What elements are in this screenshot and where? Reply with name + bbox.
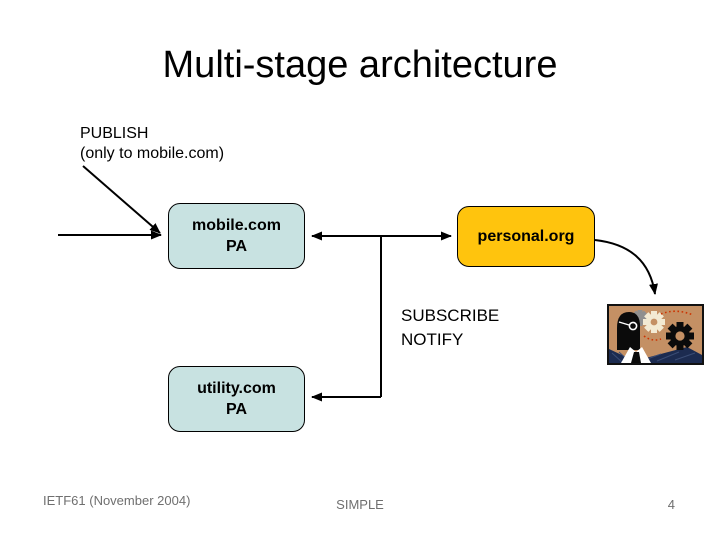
edge-personal-to-clipart (594, 239, 658, 295)
edge-publish-to-mobile (82, 165, 161, 234)
node-mobile-com-pa: mobile.com PA (168, 203, 305, 269)
red-dotted-arcs (643, 310, 694, 341)
person-with-gears-image (607, 304, 704, 365)
publish-label: PUBLISH (only to mobile.com) (80, 125, 225, 162)
footer-title: SIMPLE (336, 497, 384, 512)
node-personal-org: personal.org (457, 206, 595, 267)
black-gear-icon (666, 322, 694, 350)
footer-page-number: 4 (667, 497, 675, 512)
slide-title: Multi-stage architecture (162, 44, 558, 86)
white-gear-icon (643, 311, 665, 333)
subscribe-notify-label: SUBSCRIBE NOTIFY (401, 306, 500, 349)
node-utility-com-pa: utility.com PA (168, 366, 305, 432)
footer-deck-name: IETF61 (November 2004) (43, 493, 191, 508)
person-silhouette (617, 312, 651, 363)
